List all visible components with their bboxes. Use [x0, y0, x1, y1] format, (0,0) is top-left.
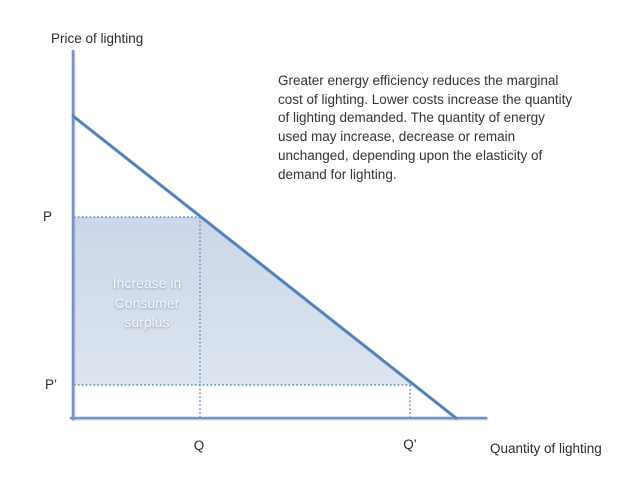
price-axis-label: Price of lighting [51, 31, 144, 46]
quantity-q-label: Q [193, 438, 205, 453]
demand-curve [71, 114, 458, 420]
price-p-label: P [43, 209, 53, 224]
annotation-text: Greater energy efficiency reduces the ma… [278, 73, 573, 182]
quantity-axis-label: Quantity of lighting [490, 441, 602, 456]
price-p-prime-label: P’ [45, 377, 58, 392]
quantity-q-prime-label: Q’ [403, 437, 417, 452]
consumer-surplus-label: Increase in Consumer surplus [112, 275, 182, 330]
